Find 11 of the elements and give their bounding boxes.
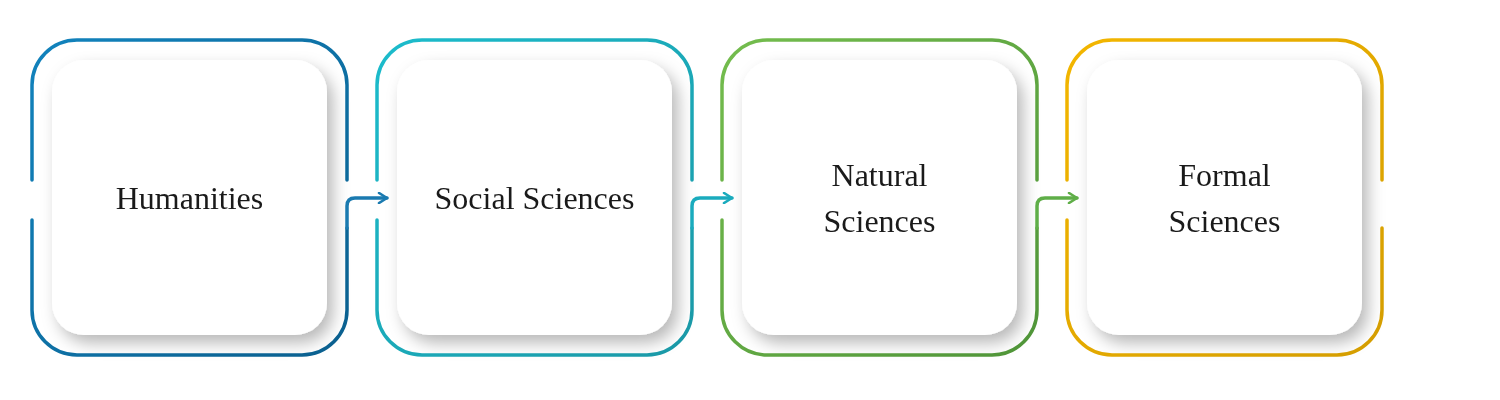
node-label: Formal Sciences [1167,155,1282,241]
process-box [722,40,1037,355]
process-box [377,40,692,355]
node-label: Natural Sciences [822,155,937,241]
arrow [690,191,734,230]
node-label: Social Sciences [434,178,635,218]
arrow [345,191,389,230]
arrow [1035,191,1079,230]
process-box [32,40,347,355]
process-box [1067,40,1382,355]
node-label: Humanities [114,178,265,218]
